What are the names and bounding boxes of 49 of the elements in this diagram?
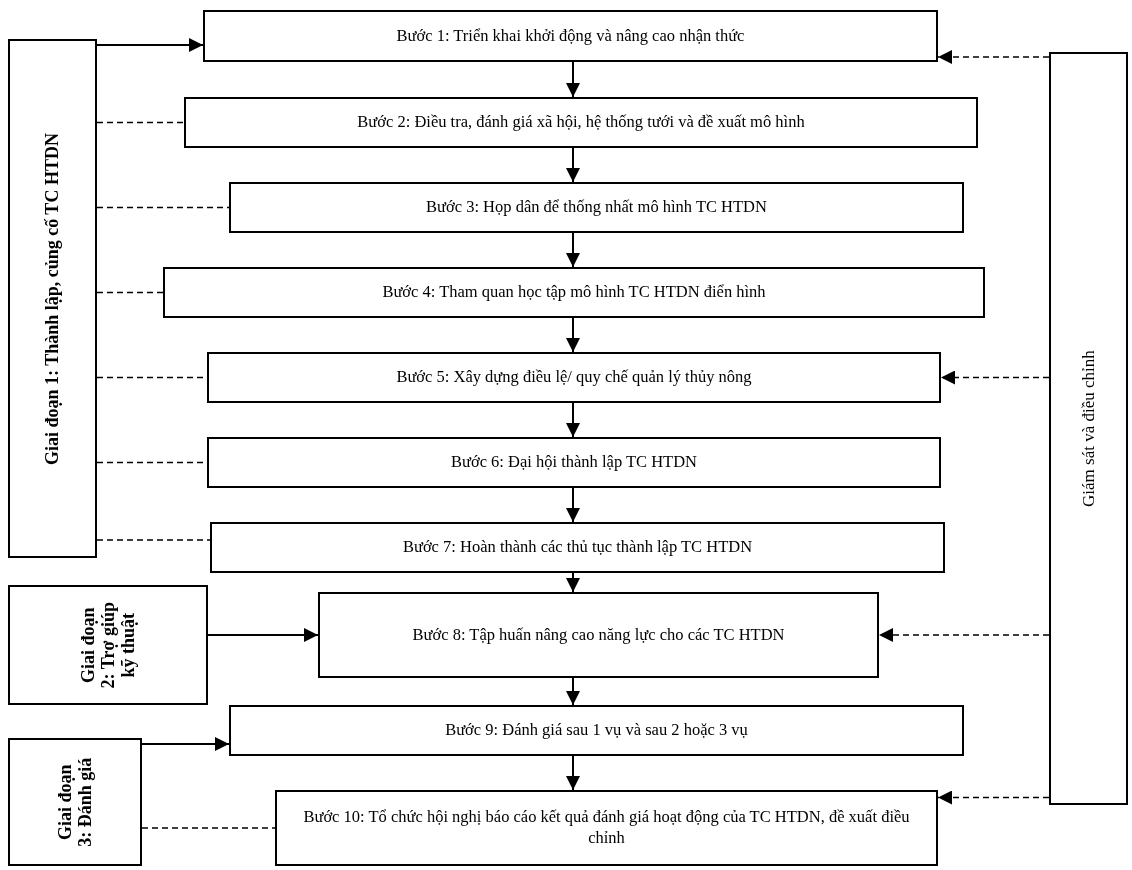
arrow: [566, 317, 580, 353]
step-box: [210, 522, 945, 573]
step-box: [203, 10, 938, 62]
step-text: Bước 4: Tham quan học tập mô hình TC HTDN điển hình: [382, 282, 766, 303]
connector-line: [96, 539, 211, 541]
arrow: [940, 370, 1050, 385]
arrow: [566, 61, 580, 98]
arrow: [937, 50, 1050, 64]
connector-line: [96, 121, 185, 124]
arrow: [566, 677, 580, 706]
step-box: [318, 592, 879, 678]
phase-box: [8, 585, 208, 705]
step-box: [207, 437, 941, 488]
step-text: Bước 1: Triển khai khởi động và nâng cao nhận thức: [396, 25, 745, 47]
arrow: [566, 487, 580, 523]
step-box: [207, 352, 941, 403]
arrow: [141, 737, 230, 751]
step-text: Bước 6: Đại hội thành lập TC HTDN: [450, 452, 697, 473]
arrow: [96, 38, 204, 52]
arrow: [207, 628, 319, 642]
phase-title: Giai đoạn 3: Đánh giá: [54, 756, 96, 849]
arrow: [566, 147, 580, 183]
step-box: [229, 705, 964, 756]
step-box: [184, 97, 978, 148]
step-box: [163, 267, 985, 318]
connector-line: [96, 206, 230, 209]
phase-box: [8, 39, 97, 558]
phase-title: Giai đoạn 2: Trợ giúp kỹ thuật: [77, 601, 139, 691]
arrow: [566, 232, 580, 268]
connector-line: [96, 291, 164, 294]
arrow: [566, 755, 580, 791]
step-text: Bước 7: Hoàn thành các thủ tục thành lập TC HTDN: [402, 537, 753, 558]
arrow: [937, 790, 1050, 805]
step-text: Bước 5: Xây dựng điều lệ/ quy chế quản lý thủy nông: [396, 367, 752, 388]
monitoring-box: [1049, 52, 1128, 805]
step-text: Bước 10: Tổ chức hội nghị báo cáo kết quả đánh giá hoạt động của TC HTDN, đề xuất điều chỉnh: [302, 807, 911, 849]
arrow: [566, 572, 580, 593]
arrow: [566, 402, 580, 438]
step-text: Bước 9: Đánh giá sau 1 vụ và sau 2 hoặc 3 vụ: [445, 720, 748, 741]
phase-box: [8, 738, 142, 866]
step-text: Bước 3: Họp dân để thống nhất mô hình TC HTDN: [426, 197, 767, 218]
step-text: Bước 8: Tập huấn nâng cao năng lực cho các TC HTDN: [412, 624, 785, 646]
step-box: [275, 790, 938, 866]
connector-line: [141, 827, 276, 829]
phase-title: Giám sát và điều chỉnh: [1077, 349, 1099, 509]
step-text: Bước 2: Điều tra, đánh giá xã hội, hệ thống tưới và đề xuất mô hình: [357, 112, 805, 133]
arrow: [878, 628, 1050, 642]
phase-title: Giai đoạn 1: Thành lập, củng cố TC HTDN: [42, 131, 63, 467]
step-box: [229, 182, 964, 233]
